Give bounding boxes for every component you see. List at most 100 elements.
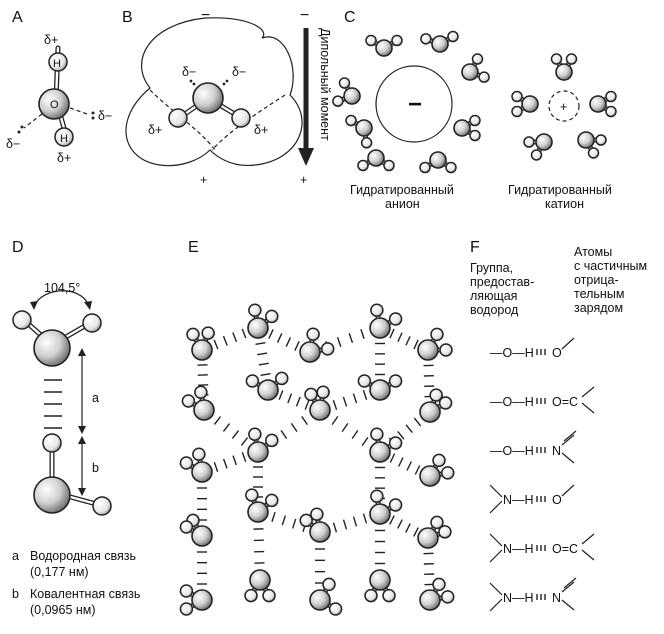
hydrogen-atom bbox=[469, 129, 481, 142]
donor-column-header: Группа, предостав- ляющая водород bbox=[470, 261, 534, 317]
hydrogen-atom bbox=[275, 371, 289, 386]
water-molecule bbox=[179, 584, 213, 616]
hydrogen-bond bbox=[321, 409, 379, 453]
legend-text: (0,177 нм) bbox=[30, 565, 89, 579]
hydrogen-atom bbox=[605, 90, 617, 103]
oxygen-atom bbox=[419, 465, 441, 487]
hydrogen-bond bbox=[204, 409, 258, 453]
hydrogen-atom bbox=[447, 30, 459, 43]
hydrogen-atom bbox=[388, 374, 403, 388]
hydrogen-atom bbox=[328, 602, 343, 616]
water-molecule bbox=[365, 34, 403, 57]
caption-line: анион bbox=[385, 197, 420, 211]
oxygen-atom bbox=[419, 589, 441, 611]
hydrogen-atom bbox=[587, 147, 600, 159]
hydrogen-atom bbox=[186, 327, 200, 342]
header-line: предостав- bbox=[470, 275, 534, 289]
water-molecule bbox=[304, 385, 331, 421]
oxygen-atom bbox=[535, 133, 553, 151]
hydrated-cation: + bbox=[548, 90, 580, 122]
hydrogen-atom bbox=[42, 433, 62, 453]
hydrogen-atom bbox=[430, 327, 444, 342]
oxygen-atom bbox=[417, 339, 439, 361]
water-molecule-a: H O H bbox=[17, 45, 95, 147]
oxygen-atom bbox=[299, 341, 321, 363]
hydrogen-atom bbox=[511, 105, 523, 118]
hydrogen-atom bbox=[432, 577, 446, 592]
hydrogen-atom bbox=[439, 343, 453, 357]
hb-example-row: —O—H O=C bbox=[490, 386, 595, 414]
oxygen-atom bbox=[249, 569, 271, 591]
hydrogen-atom bbox=[179, 456, 194, 470]
hydrogen-atom bbox=[419, 161, 431, 174]
oxygen-atom bbox=[369, 379, 391, 401]
panel-label-a: A bbox=[12, 9, 23, 26]
legend-text: Ковалентная связь bbox=[30, 587, 140, 601]
water-molecule-lower bbox=[33, 433, 112, 516]
oxygen-atom bbox=[247, 441, 269, 463]
oxygen-atom bbox=[369, 569, 391, 591]
header-line: ляющая bbox=[470, 289, 517, 303]
hydrogen-atom bbox=[262, 588, 276, 603]
oxygen-atom bbox=[355, 119, 373, 137]
hydrogen-atom bbox=[357, 159, 369, 172]
legend-key: a bbox=[12, 549, 19, 563]
acceptor-atom: N bbox=[552, 591, 561, 605]
oxygen-atom bbox=[309, 399, 331, 421]
hydrogen-atom bbox=[192, 447, 206, 462]
atom-label-h: H bbox=[53, 58, 61, 70]
hydrogen-atom bbox=[181, 394, 196, 408]
hydrogen-atom bbox=[231, 108, 251, 128]
hydrogen-atom bbox=[304, 387, 318, 402]
hydrogen-atom bbox=[440, 590, 455, 604]
caption-line: катион bbox=[545, 197, 584, 211]
oxygen-atom bbox=[521, 95, 539, 113]
water-molecule bbox=[550, 53, 578, 81]
delta-minus-label: δ− bbox=[6, 137, 20, 151]
distance-markers: a b bbox=[78, 348, 99, 496]
water-molecule bbox=[417, 515, 452, 549]
hydrogen-bond bbox=[253, 516, 265, 576]
acceptor-atom: N bbox=[552, 444, 561, 458]
water-molecule bbox=[369, 489, 403, 525]
water-molecule bbox=[364, 569, 396, 603]
header-line: Группа, bbox=[470, 261, 513, 275]
water-molecule bbox=[244, 569, 276, 603]
hydrogen-atom bbox=[364, 588, 378, 603]
donor-group: —O—H bbox=[490, 395, 534, 409]
hydrogen-atom bbox=[478, 71, 490, 83]
arrow-plus-sign: + bbox=[300, 173, 307, 187]
cation-charge: + bbox=[560, 100, 567, 114]
hydrogen-atom bbox=[605, 105, 617, 118]
hydrogen-atom bbox=[530, 149, 543, 161]
water-molecule bbox=[332, 77, 361, 107]
acceptor-column-header: Атомы с частичным отрица- тельным зарядо… bbox=[574, 245, 647, 315]
delta-plus-label: δ+ bbox=[148, 123, 162, 137]
header-line: зарядом bbox=[574, 301, 623, 315]
hydrogen-bond bbox=[322, 386, 378, 414]
acceptor-atom: O=C bbox=[552, 395, 578, 409]
hydrogen-atom bbox=[370, 427, 384, 442]
distance-label-a: a bbox=[92, 391, 99, 405]
legend-text: (0,0965 нм) bbox=[30, 603, 96, 617]
bond-legend: a Водородная связь (0,177 нм) b Ковалент… bbox=[12, 549, 140, 617]
hydrogen-atom bbox=[201, 326, 215, 340]
hydrogen-atom bbox=[332, 95, 344, 107]
water-molecule bbox=[247, 303, 279, 339]
oxygen-atom bbox=[453, 119, 471, 137]
water-molecule bbox=[453, 114, 481, 142]
oxygen-atom bbox=[38, 88, 70, 120]
hydrogen-atom bbox=[194, 385, 208, 400]
hydrogen-atom bbox=[310, 507, 324, 522]
acceptor-atom: O bbox=[552, 493, 562, 507]
water-molecule bbox=[417, 327, 453, 361]
water-molecule bbox=[179, 513, 213, 547]
hydrogen-atom bbox=[265, 433, 279, 448]
anion-charge: − bbox=[408, 91, 422, 118]
water-molecule bbox=[357, 374, 403, 401]
minus-sign: − bbox=[201, 7, 210, 24]
oxygen-atom bbox=[247, 317, 269, 339]
header-line: водород bbox=[470, 303, 519, 317]
oxygen-atom bbox=[417, 527, 439, 549]
oxygen-atom bbox=[33, 476, 71, 514]
